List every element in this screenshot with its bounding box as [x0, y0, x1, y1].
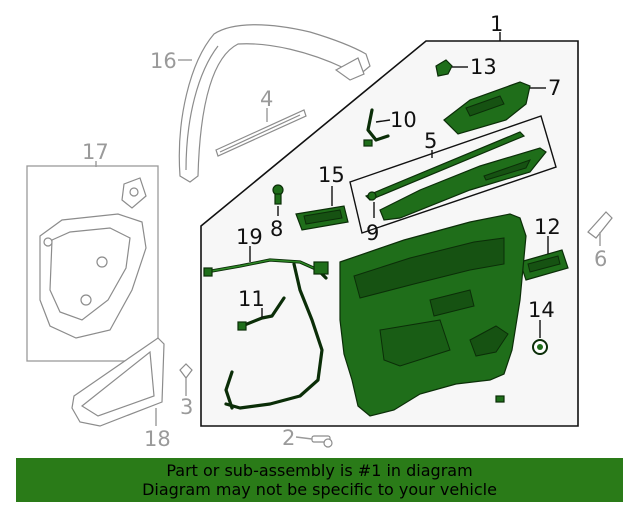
part-10-harness-lead: [363, 108, 390, 147]
part-11-harness-lead: [237, 296, 286, 331]
leader-lines-gray: [95, 59, 601, 440]
callout-6: 6: [594, 247, 607, 271]
part-7-switch-panel: [443, 81, 531, 135]
part-2-screw: [311, 435, 333, 448]
part-18-water-deflector: [71, 337, 165, 427]
callout-7: 7: [548, 76, 561, 100]
callout-14: 14: [528, 298, 555, 322]
callout-5: 5: [424, 129, 437, 153]
part-14-grommet: [532, 339, 548, 355]
part-17-door-module: [26, 165, 159, 362]
callout-16: 16: [150, 49, 177, 73]
callout-3: 3: [180, 395, 193, 419]
part-8-fastener: [272, 184, 284, 205]
callout-4: 4: [260, 87, 273, 111]
part-4-belt-molding: [215, 109, 307, 157]
callout-9: 9: [366, 221, 379, 245]
callout-12: 12: [534, 215, 561, 239]
banner-line-1: Part or sub-assembly is #1 in diagram: [166, 461, 473, 480]
part-5-trim-insert: [364, 131, 547, 221]
callout-1: 1: [490, 12, 503, 36]
callout-18: 18: [144, 427, 171, 451]
callout-13: 13: [470, 55, 497, 79]
callout-11: 11: [238, 287, 265, 311]
info-banner: Part or sub-assembly is #1 in diagram Di…: [16, 458, 623, 502]
callout-15: 15: [318, 163, 345, 187]
banner-line-2: Diagram may not be specific to your vehi…: [142, 480, 497, 499]
callout-10: 10: [390, 108, 417, 132]
part-16-window-frame: [178, 24, 371, 183]
callout-2: 2: [282, 426, 295, 450]
callout-19: 19: [236, 225, 263, 249]
part-3-clip: [179, 363, 193, 379]
part-12-switch: [519, 249, 569, 281]
callout-17: 17: [82, 140, 109, 164]
leader-lines-black: [249, 32, 549, 338]
part-19-wire-harness: [203, 258, 329, 410]
part-13-clip: [435, 59, 453, 77]
part-15-switch: [295, 205, 349, 231]
callout-8: 8: [270, 217, 283, 241]
part-6-trim: [587, 211, 613, 239]
door-trim-panel: [339, 213, 527, 417]
